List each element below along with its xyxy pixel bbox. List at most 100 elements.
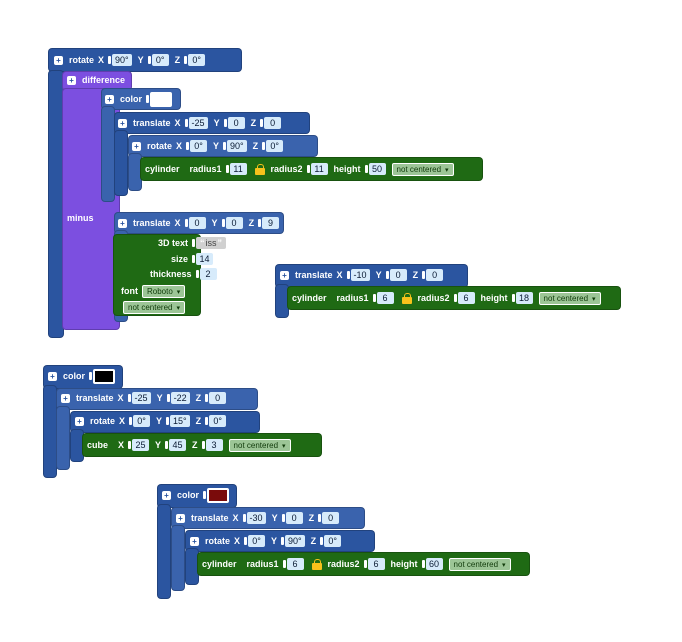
translate-y-input[interactable]: 0 xyxy=(389,269,407,281)
rotate-x-input[interactable]: 90° xyxy=(112,54,132,66)
translate-block-body[interactable] xyxy=(171,525,185,591)
chevron-down-icon: ▾ xyxy=(592,295,596,303)
expand-icon[interactable]: + xyxy=(118,118,127,128)
axis-label: Y xyxy=(271,513,278,523)
height-input[interactable]: 60 xyxy=(425,558,443,570)
expand-icon[interactable]: + xyxy=(190,536,199,546)
center-dropdown[interactable]: not centered▾ xyxy=(538,291,601,305)
color-block-body[interactable] xyxy=(157,504,171,599)
font-dropdown[interactable]: Roboto▾ xyxy=(142,284,186,298)
translate-y-input[interactable]: 0 xyxy=(285,512,303,524)
translate-z-input[interactable]: 0 xyxy=(426,269,444,281)
color-swatch[interactable] xyxy=(93,368,116,384)
quote-open-icon: “ xyxy=(200,238,205,248)
translate-x-input[interactable]: 0 xyxy=(188,217,206,229)
block-label: color xyxy=(120,94,143,104)
translate-z-input[interactable]: 0 xyxy=(322,512,340,524)
thickness-input[interactable]: 2 xyxy=(199,268,217,280)
expand-icon[interactable]: + xyxy=(61,393,70,403)
lock-icon[interactable] xyxy=(401,293,412,304)
expand-icon[interactable]: + xyxy=(162,490,171,500)
axis-label: X xyxy=(119,416,126,426)
translate-x-input[interactable]: -10 xyxy=(350,269,370,281)
expand-icon[interactable]: + xyxy=(67,75,76,85)
cube-y-input[interactable]: 45 xyxy=(169,439,187,451)
translate-y-input[interactable]: 0 xyxy=(225,217,243,229)
rotate-y-input[interactable]: 90° xyxy=(285,535,305,547)
axis-label: Z xyxy=(308,513,315,523)
socket-icon xyxy=(282,560,286,568)
height-input[interactable]: 50 xyxy=(368,163,386,175)
socket-icon xyxy=(89,372,93,380)
translate-block[interactable] xyxy=(114,112,310,134)
expand-icon[interactable]: + xyxy=(48,371,57,381)
color-block-body[interactable] xyxy=(43,385,57,478)
color-swatch[interactable] xyxy=(207,487,230,503)
cube-z-input[interactable]: 3 xyxy=(205,439,223,451)
translate-x-input[interactable]: -30 xyxy=(246,512,266,524)
cube-x-input[interactable]: 25 xyxy=(132,439,150,451)
radius1-input[interactable]: 6 xyxy=(286,558,304,570)
socket-icon xyxy=(186,142,190,150)
lock-icon[interactable] xyxy=(254,164,265,175)
expand-icon[interactable]: + xyxy=(118,218,127,228)
expand-icon[interactable]: + xyxy=(280,270,289,280)
radius2-input[interactable]: 6 xyxy=(367,558,385,570)
height-input[interactable]: 18 xyxy=(515,292,533,304)
rotate-x-input[interactable]: 0° xyxy=(133,415,151,427)
radius2-input[interactable]: 6 xyxy=(457,292,475,304)
rotate-y-input[interactable]: 0° xyxy=(151,54,169,66)
translate-x-input[interactable]: -25 xyxy=(131,392,151,404)
axis-label: Z xyxy=(248,218,255,228)
socket-icon xyxy=(192,239,196,247)
translate-z-input[interactable]: 0 xyxy=(264,117,282,129)
center-dropdown[interactable]: not centered▾ xyxy=(391,162,454,176)
rotate-block[interactable] xyxy=(48,48,242,72)
expand-icon[interactable]: + xyxy=(75,416,84,426)
param-label: radius2 xyxy=(327,559,360,569)
rotate-z-input[interactable]: 0° xyxy=(188,54,206,66)
expand-icon[interactable]: + xyxy=(54,55,63,65)
center-dropdown[interactable]: not centered▾ xyxy=(448,557,511,571)
translate-x-input[interactable]: -25 xyxy=(188,117,208,129)
translate-z-input[interactable]: 9 xyxy=(262,217,280,229)
translate-block-header: + translate X -25 Y 0 Z 0 xyxy=(118,114,287,132)
radius2-input[interactable]: 11 xyxy=(310,163,328,175)
socket-icon xyxy=(165,441,169,449)
text3d-text-row: 3D text “iss” xyxy=(158,234,227,252)
center-dropdown[interactable]: not centered▾ xyxy=(228,438,291,452)
center-dropdown-value: not centered xyxy=(396,164,442,174)
rotate-z-input[interactable]: 0° xyxy=(324,535,342,547)
center-dropdown-value: not centered xyxy=(453,559,499,569)
rotate-x-input[interactable]: 0° xyxy=(190,140,208,152)
rotate-y-input[interactable]: 15° xyxy=(170,415,190,427)
translate-y-input[interactable]: 0 xyxy=(227,117,245,129)
color-block-body[interactable] xyxy=(101,106,115,202)
translate-block-body[interactable] xyxy=(114,130,128,196)
lock-icon[interactable] xyxy=(311,559,322,570)
expand-icon[interactable]: + xyxy=(132,141,141,151)
rotate-z-input[interactable]: 0° xyxy=(266,140,284,152)
translate-block[interactable] xyxy=(56,388,258,410)
radius1-input[interactable]: 6 xyxy=(376,292,394,304)
expand-icon[interactable]: + xyxy=(105,94,114,104)
socket-icon xyxy=(511,294,515,302)
param-label: size xyxy=(171,254,189,264)
minus-label: minus xyxy=(67,213,94,223)
color-swatch[interactable] xyxy=(150,91,173,107)
translate-y-input[interactable]: -22 xyxy=(170,392,190,404)
size-input[interactable]: 14 xyxy=(196,253,214,265)
translate-block[interactable] xyxy=(171,507,365,529)
translate-z-input[interactable]: 0 xyxy=(209,392,227,404)
rotate-x-input[interactable]: 0° xyxy=(248,535,266,547)
block-label: rotate xyxy=(205,536,231,546)
text-input[interactable]: “iss” xyxy=(196,237,227,249)
expand-icon[interactable]: + xyxy=(176,513,185,523)
radius1-input[interactable]: 11 xyxy=(229,163,247,175)
block-label: difference xyxy=(82,75,126,85)
rotate-y-input[interactable]: 90° xyxy=(227,140,247,152)
center-dropdown[interactable]: not centered▾ xyxy=(123,300,185,314)
rotate-z-input[interactable]: 0° xyxy=(209,415,227,427)
translate-block-body[interactable] xyxy=(56,406,70,470)
